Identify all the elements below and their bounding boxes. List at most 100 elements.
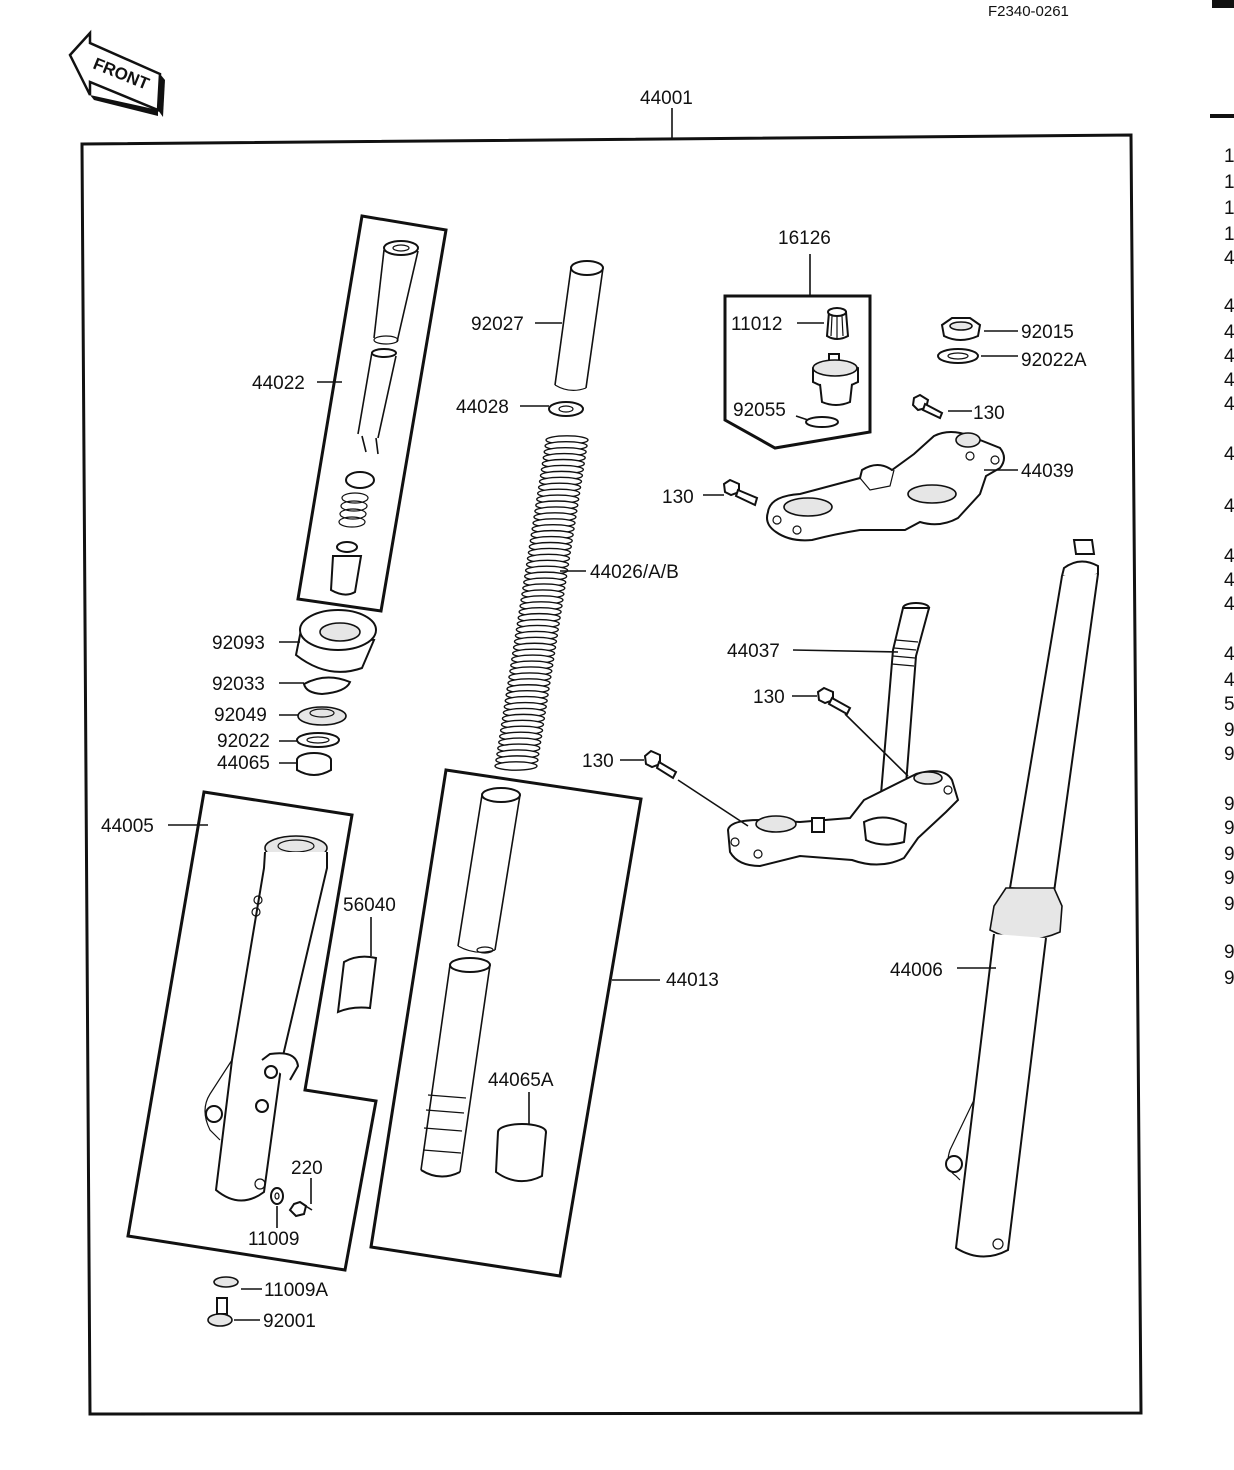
side-list-digit: 9 <box>1224 942 1234 963</box>
washer-92022A-part <box>937 348 979 364</box>
label-130-a: 130 <box>973 403 1005 424</box>
gasket-11009-part <box>270 1187 284 1205</box>
kit-44022-outline <box>296 214 448 613</box>
drain-bolt-part <box>288 1200 313 1218</box>
side-list-digit: 9 <box>1224 720 1234 741</box>
side-list-digit: 9 <box>1224 894 1234 915</box>
label-44001: 44001 <box>640 88 693 109</box>
label-92049: 92049 <box>214 705 267 726</box>
label-92027: 92027 <box>471 314 524 335</box>
side-list-digit: 4 <box>1224 296 1234 317</box>
label-44037: 44037 <box>727 641 780 662</box>
label-92093: 92093 <box>212 633 265 654</box>
side-list-digit: 4 <box>1224 570 1234 591</box>
oil-seal-part <box>297 706 347 726</box>
label-92015: 92015 <box>1021 322 1074 343</box>
gasket-11009A-part <box>213 1276 239 1288</box>
label-56040: 56040 <box>343 895 396 916</box>
outer-tube-left-part <box>204 835 328 1202</box>
label-44028: 44028 <box>456 397 509 418</box>
side-list-digit: 4 <box>1224 444 1234 465</box>
side-list-digit: 9 <box>1224 744 1234 765</box>
bolt-130-upper-left <box>722 478 759 507</box>
dust-seal-part <box>294 609 377 673</box>
side-list-digit: 9 <box>1224 868 1234 889</box>
side-list-digit: 4 <box>1224 248 1234 269</box>
side-list-digit: 4 <box>1224 346 1234 367</box>
axle-bolt-part <box>207 1297 233 1327</box>
front-arrow-icon: FRONT <box>68 29 165 117</box>
kit-44005-outline <box>126 790 378 1272</box>
label-44026: 44026/A/B <box>590 562 679 583</box>
side-list-digit: 4 <box>1224 546 1234 567</box>
side-list-digit: 1 <box>1224 172 1234 193</box>
diagram-code: F2340-0261 <box>988 3 1069 20</box>
valve-cap-part <box>825 307 850 340</box>
label-44022: 44022 <box>252 373 305 394</box>
side-list-digit: 4 <box>1224 594 1234 615</box>
label-92022: 92022 <box>217 731 270 752</box>
retaining-ring-part <box>302 676 352 696</box>
damper-rod-part <box>357 240 419 455</box>
label-44065: 44065 <box>217 753 270 774</box>
steering-nut-part <box>940 317 982 341</box>
fork-cap-bolt-part <box>812 353 859 406</box>
spring-seat-part <box>548 401 584 417</box>
side-list-digit: 4 <box>1224 322 1234 343</box>
label-44005: 44005 <box>101 816 154 837</box>
side-list-digit: 9 <box>1224 794 1234 815</box>
label-44006: 44006 <box>890 960 943 981</box>
label-44013: 44013 <box>666 970 719 991</box>
label-92022A: 92022A <box>1021 350 1087 371</box>
label-220: 220 <box>291 1158 323 1179</box>
label-92055: 92055 <box>733 400 786 421</box>
label-44039: 44039 <box>1021 461 1074 482</box>
upper-triple-clamp-part <box>766 431 1005 542</box>
edge-mark-top <box>1212 0 1234 8</box>
side-list-digit: 4 <box>1224 670 1234 691</box>
fork-spring-part <box>494 435 589 771</box>
label-130-d: 130 <box>582 751 614 772</box>
spacer-part <box>554 260 604 391</box>
side-list-digit: 4 <box>1224 496 1234 517</box>
side-list-digit: 9 <box>1224 818 1234 839</box>
side-parts-list: 1 1 1 1 4 4 4 4 4 4 4 4 4 4 4 4 4 5 9 9 9 9 9 9 9 9 9 <box>1224 146 1234 989</box>
washer-part <box>296 732 340 748</box>
lower-triple-clamp-part <box>726 770 960 868</box>
label-11009: 11009 <box>248 1229 299 1250</box>
label-sticker-part <box>336 955 378 1014</box>
edge-mark-mid <box>1210 114 1234 118</box>
kit-44013-outline <box>369 768 643 1278</box>
spring-coil <box>494 761 538 771</box>
bolt-130-upper-right <box>911 393 944 420</box>
label-92033: 92033 <box>212 674 265 695</box>
label-92001: 92001 <box>263 1311 316 1332</box>
side-list-digit: 4 <box>1224 394 1234 415</box>
side-list-digit: 9 <box>1224 968 1234 989</box>
label-130-c: 130 <box>753 687 785 708</box>
label-11009A: 11009A <box>264 1280 328 1301</box>
side-list-digit: 9 <box>1224 844 1234 865</box>
inner-tube-part <box>420 787 521 1178</box>
label-16126: 16126 <box>778 228 831 249</box>
right-fork-assembly-part <box>945 539 1099 1258</box>
guide-bushing-part <box>296 752 332 776</box>
label-11012: 11012 <box>731 314 782 335</box>
side-list-digit: 5 <box>1224 694 1234 715</box>
side-list-digit: 4 <box>1224 644 1234 665</box>
label-130-b: 130 <box>662 487 694 508</box>
o-ring-part <box>805 416 839 428</box>
bolt-130-lower <box>643 749 678 780</box>
bolt-130-stem <box>816 686 852 716</box>
side-list-digit: 1 <box>1224 198 1234 219</box>
label-44065A: 44065A <box>488 1070 554 1091</box>
slide-bushing-part <box>494 1123 547 1183</box>
side-list-digit: 1 <box>1224 146 1234 167</box>
kit-16126-outline <box>723 294 872 450</box>
side-list-digit: 1 <box>1224 224 1234 245</box>
spring-small-part <box>338 471 375 528</box>
oil-lock-piece <box>329 541 363 596</box>
side-list-digit: 4 <box>1224 370 1234 391</box>
main-assembly-outline <box>80 108 1143 1416</box>
